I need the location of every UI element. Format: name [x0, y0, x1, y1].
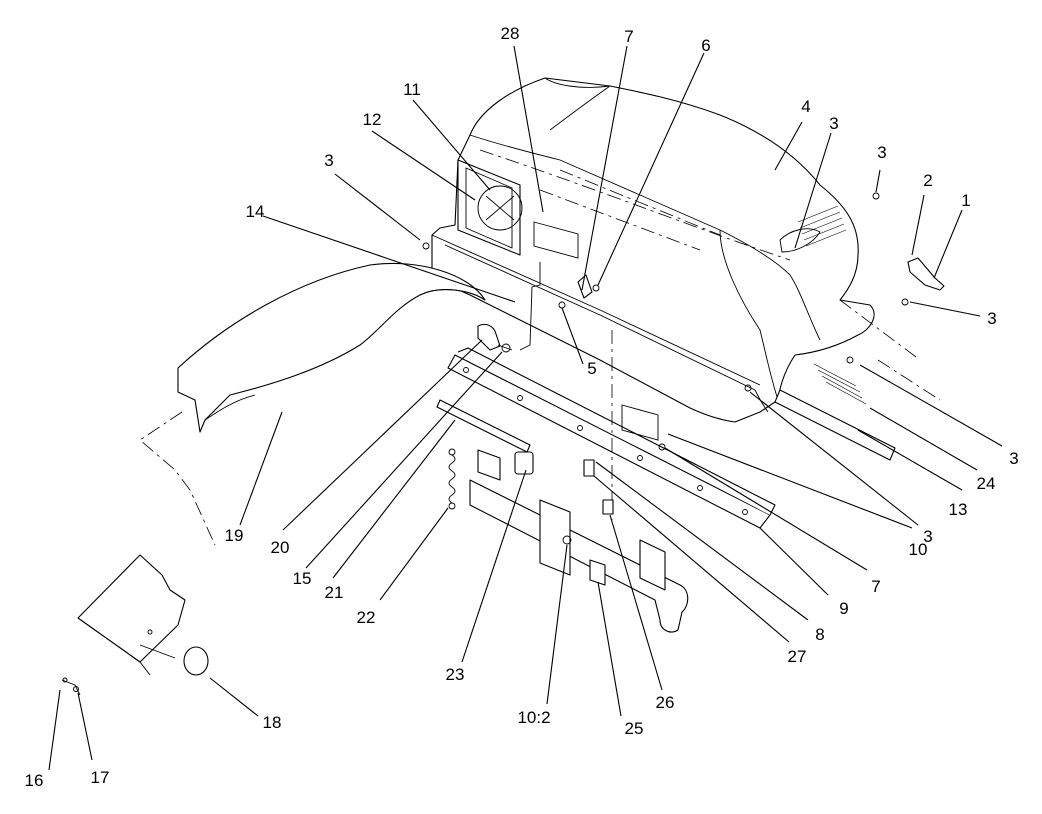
callout-8: 7 [624, 27, 633, 46]
callout-3: 3 [923, 527, 932, 546]
callout-3: 3 [324, 151, 333, 170]
callout-4: 3 [829, 114, 838, 133]
callout-7: 7 [871, 577, 880, 596]
callout-3: 3 [877, 143, 886, 162]
callout-16: 15 [293, 569, 312, 588]
callout-3: 3 [1009, 449, 1018, 468]
bin [61, 554, 209, 696]
callout-13: 12 [363, 110, 382, 129]
callout-28: 27 [788, 647, 807, 666]
callout-15: 14 [246, 202, 265, 221]
callout-30: 28 [501, 24, 520, 43]
callout-1: 1 [961, 191, 970, 210]
callout-24: 23 [446, 665, 465, 684]
hood-housing [431, 77, 941, 423]
handle-rod [477, 262, 541, 353]
callout-labels: 1 2 3 3 3 3 3 3 4 5 6 7 7 8 9 10 10:2 11… [25, 24, 1019, 790]
callout-3: 3 [987, 309, 996, 328]
leader-lines [48, 45, 1003, 771]
callout-19: 18 [263, 713, 282, 732]
small-hardware [422, 192, 945, 451]
callout-26: 25 [625, 719, 644, 738]
callout-2: 2 [923, 171, 932, 190]
callout-5: 4 [801, 97, 810, 116]
callout-10-2: 10 [909, 540, 928, 559]
callout-14: 13 [949, 500, 968, 519]
lower-bracket-assembly [469, 449, 689, 633]
callout-21: 20 [271, 538, 290, 557]
callout-17: 16 [25, 771, 44, 790]
callout-10: 9 [839, 599, 848, 618]
callout-7: 6 [701, 36, 710, 55]
callout-18: 17 [91, 768, 110, 787]
callout-23: 22 [357, 608, 376, 627]
fender [139, 262, 486, 546]
callout-9: 8 [815, 625, 824, 644]
mounting-rails [447, 330, 896, 529]
spring [448, 448, 456, 510]
callout-11: 10:2 [517, 708, 550, 727]
callout-22: 21 [325, 583, 344, 602]
callout-6: 5 [587, 359, 596, 378]
callout-20: 19 [225, 526, 244, 545]
callout-25: 24 [977, 474, 996, 493]
callout-12: 11 [403, 80, 421, 99]
callout-27: 26 [656, 693, 675, 712]
